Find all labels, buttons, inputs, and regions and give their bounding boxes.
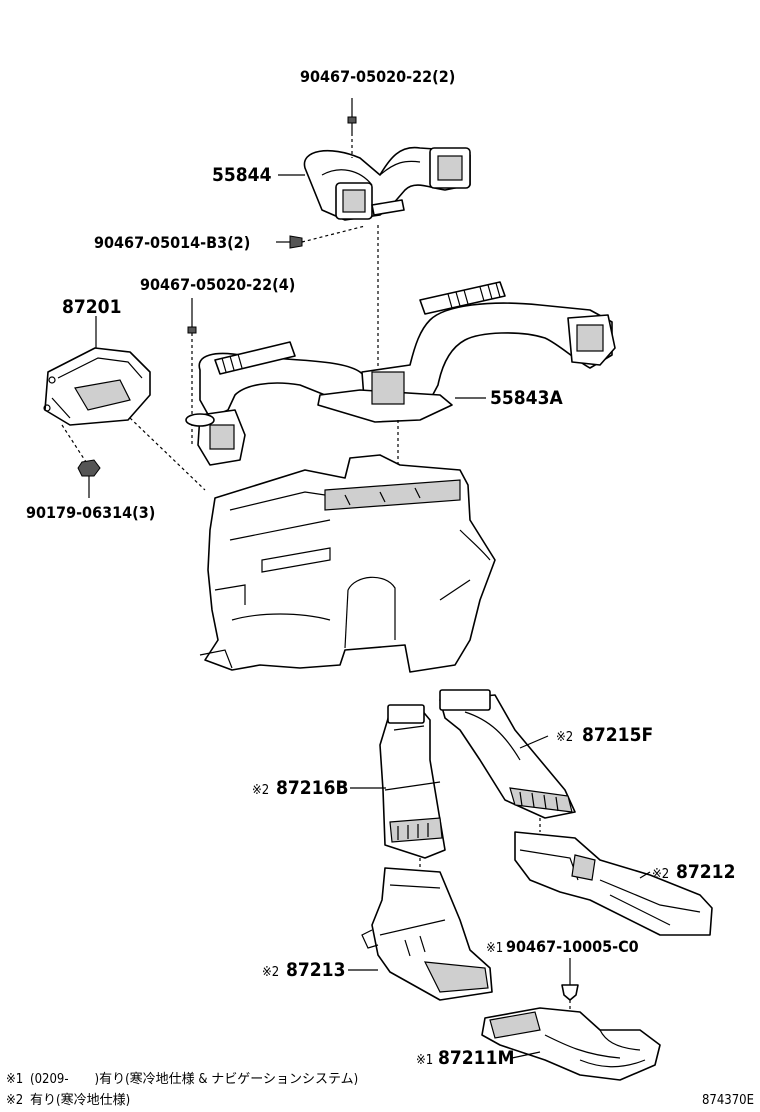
screw-top-drawing [347, 98, 357, 158]
duct-87212-drawing [514, 831, 713, 936]
duct-87215f-drawing [439, 689, 576, 819]
mark-clip-c0: ※1 [486, 941, 503, 956]
label-87212: 87212 [676, 861, 735, 883]
label-87216b: 87216B [276, 777, 349, 799]
screw-b3-drawing [289, 225, 366, 249]
label-screw-4: 90467-05020-22(4) [140, 275, 295, 294]
duct-55843a-drawing [185, 281, 616, 466]
duct-87211m-drawing [481, 1007, 661, 1081]
note2-mark: ※2 [6, 1093, 23, 1108]
clip-c0-drawing [561, 958, 579, 1012]
catalog-id: 874370E [702, 1093, 754, 1108]
label-87201: 87201 [62, 296, 121, 318]
note1-text: (0209- )有り(寒冷地仕様 & ナビゲーションシステム) [30, 1071, 358, 1087]
note1-mark: ※1 [6, 1072, 23, 1087]
duct-87213-drawing [361, 867, 493, 1001]
label-87215f: 87215F [582, 724, 653, 746]
label-nut: 90179-06314(3) [26, 503, 155, 522]
label-screw-top: 90467-05020-22(2) [300, 67, 455, 86]
duct-55844-drawing [303, 146, 471, 221]
part-87201-drawing [43, 347, 151, 426]
label-clip-c0: 90467-10005-C0 [506, 937, 639, 956]
screw-4-drawing [187, 298, 197, 445]
label-55843a: 55843A [490, 387, 563, 409]
mark-87216b: ※2 [252, 783, 269, 798]
label-screw-b3: 90467-05014-B3(2) [94, 233, 250, 252]
note2-text: 有り(寒冷地仕様) [30, 1092, 130, 1108]
mark-87211m: ※1 [416, 1053, 433, 1068]
label-87213: 87213 [286, 959, 345, 981]
mark-87213: ※2 [262, 965, 279, 980]
nut-drawing [77, 459, 101, 498]
label-87211m: 87211M [438, 1047, 514, 1069]
mark-87212: ※2 [652, 867, 669, 882]
mark-87215f: ※2 [556, 730, 573, 745]
label-55844: 55844 [212, 164, 272, 186]
heater-unit-drawing [199, 454, 496, 673]
duct-87216b-drawing [379, 704, 446, 859]
